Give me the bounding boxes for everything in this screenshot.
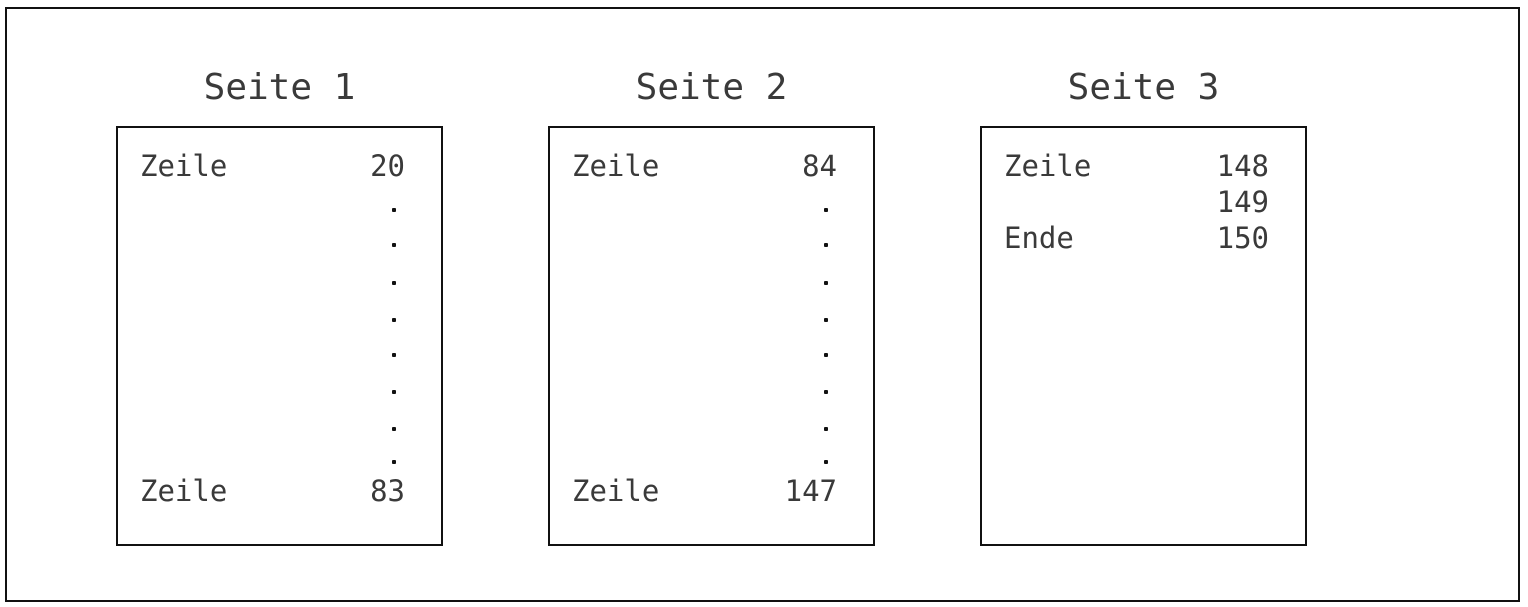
ellipsis-dot (824, 243, 828, 247)
first-line: Zeile 84 (572, 148, 837, 184)
ellipsis-dot (824, 281, 828, 285)
line-number: 148 (1216, 149, 1269, 183)
line-number: 149 (1216, 185, 1269, 219)
ellipsis-dot (392, 243, 396, 247)
line-number: 20 (370, 149, 405, 183)
line-number: 84 (802, 149, 837, 183)
ellipsis-dot (392, 427, 396, 431)
line-label: Zeile (572, 149, 660, 183)
first-line: Zeile 20 (140, 148, 405, 184)
ellipsis-dot (392, 208, 396, 212)
ellipsis-dot (392, 318, 396, 322)
line-label: Ende (1004, 221, 1074, 255)
ellipsis-dot (824, 353, 828, 357)
ellipsis-dot (392, 281, 396, 285)
ellipsis-dot (824, 208, 828, 212)
ellipsis-dot (824, 318, 828, 322)
line: Ende 150 (1004, 220, 1269, 256)
page-box: Zeile 148 149 Ende 150 (980, 126, 1307, 546)
last-line: Zeile 83 (140, 473, 405, 509)
ellipsis-dot (824, 427, 828, 431)
last-line: Zeile 147 (572, 473, 837, 509)
ellipsis-dot (824, 390, 828, 394)
page-title: Seite 1 (203, 67, 356, 108)
line: Zeile 148 (1004, 148, 1269, 184)
line-number: 83 (370, 474, 405, 508)
diagram-frame (5, 7, 1520, 602)
line-number: 150 (1216, 221, 1269, 255)
ellipsis-dot (392, 390, 396, 394)
line-label: Zeile (572, 474, 660, 508)
page-title: Seite 2 (635, 67, 788, 108)
line-label: Zeile (140, 474, 228, 508)
ellipsis-dot (392, 353, 396, 357)
line-label: Zeile (140, 149, 228, 183)
page-box: Zeile 84 Zeile 147 (548, 126, 875, 546)
ellipsis-dot (392, 460, 396, 464)
line-number: 147 (784, 474, 837, 508)
ellipsis-dot (824, 460, 828, 464)
page-box: Zeile 20 Zeile 83 (116, 126, 443, 546)
page-title: Seite 3 (1067, 67, 1220, 108)
line: 149 (1004, 184, 1269, 220)
line-label: Zeile (1004, 149, 1092, 183)
